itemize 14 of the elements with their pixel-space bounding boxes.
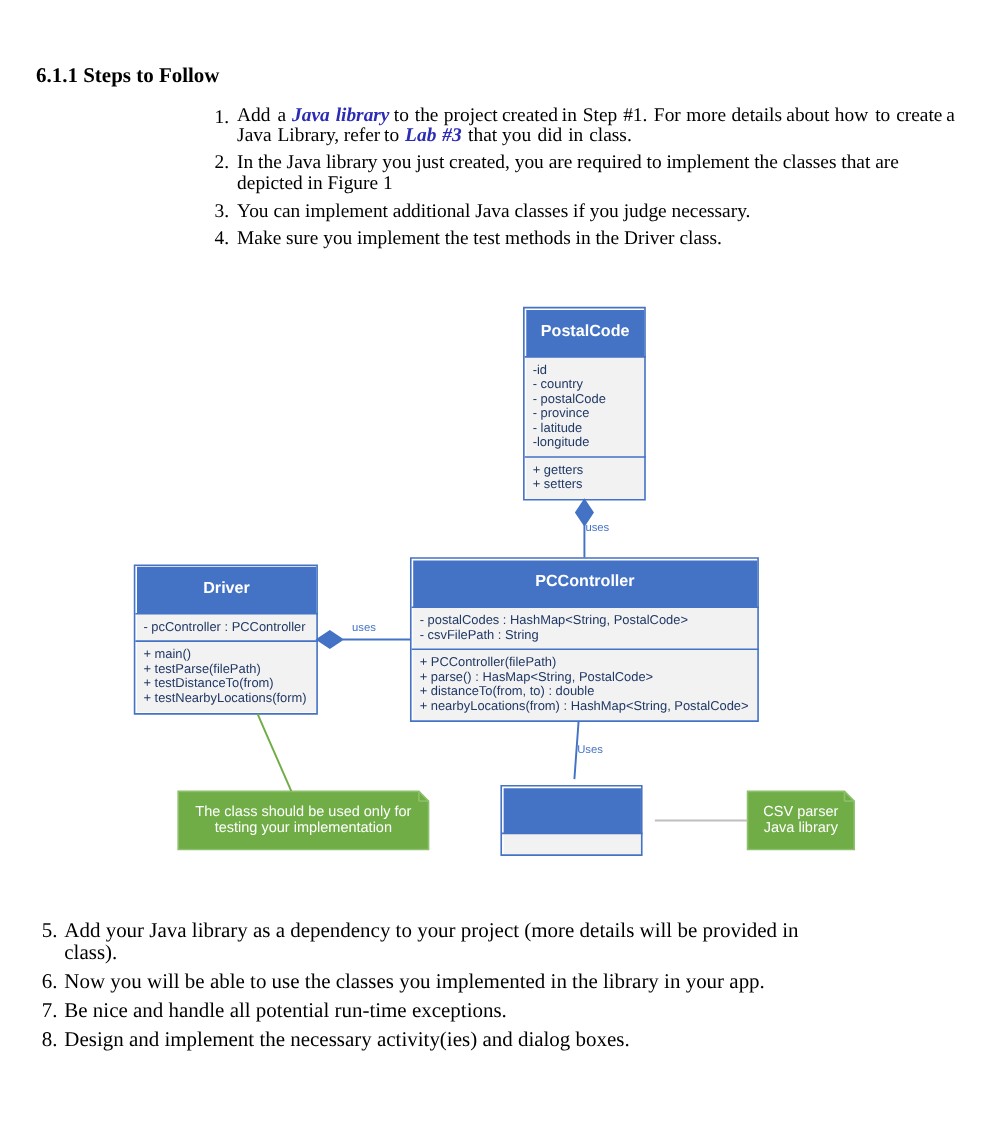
label: 8. Design and implement the necessary activity(ies) and dialog boxes.	[41, 1030, 630, 1053]
connector	[315, 629, 412, 650]
connector	[573, 720, 580, 781]
label: 5. Add your Java library as a dependency to your project (more details will be provided in class).	[41, 920, 799, 966]
label: 2. In the Java library you just created, you are required to implement the classes that are depicted in Figure 1	[214, 152, 899, 196]
label: 6. Now you will be able to use the classes you implemented in the library in your app.	[41, 972, 765, 995]
label: 3. You can implement additional Java classes if you judge necessary.	[214, 200, 751, 223]
diagram-title: 6.1.1 Steps to Follow	[36, 66, 220, 89]
connector	[653, 819, 749, 822]
connector	[256, 712, 293, 793]
label: 1. Add a Java library to the project created in Step #1. For more details about how to create a Java Library, refer to Lab #3 that you did in class.	[214, 105, 955, 147]
connector	[574, 498, 594, 559]
label: 7. Be nice and handle all potential run-time exceptions.	[41, 1001, 507, 1024]
label: 4. Make sure you implement the test methods in the Driver class.	[214, 227, 722, 250]
